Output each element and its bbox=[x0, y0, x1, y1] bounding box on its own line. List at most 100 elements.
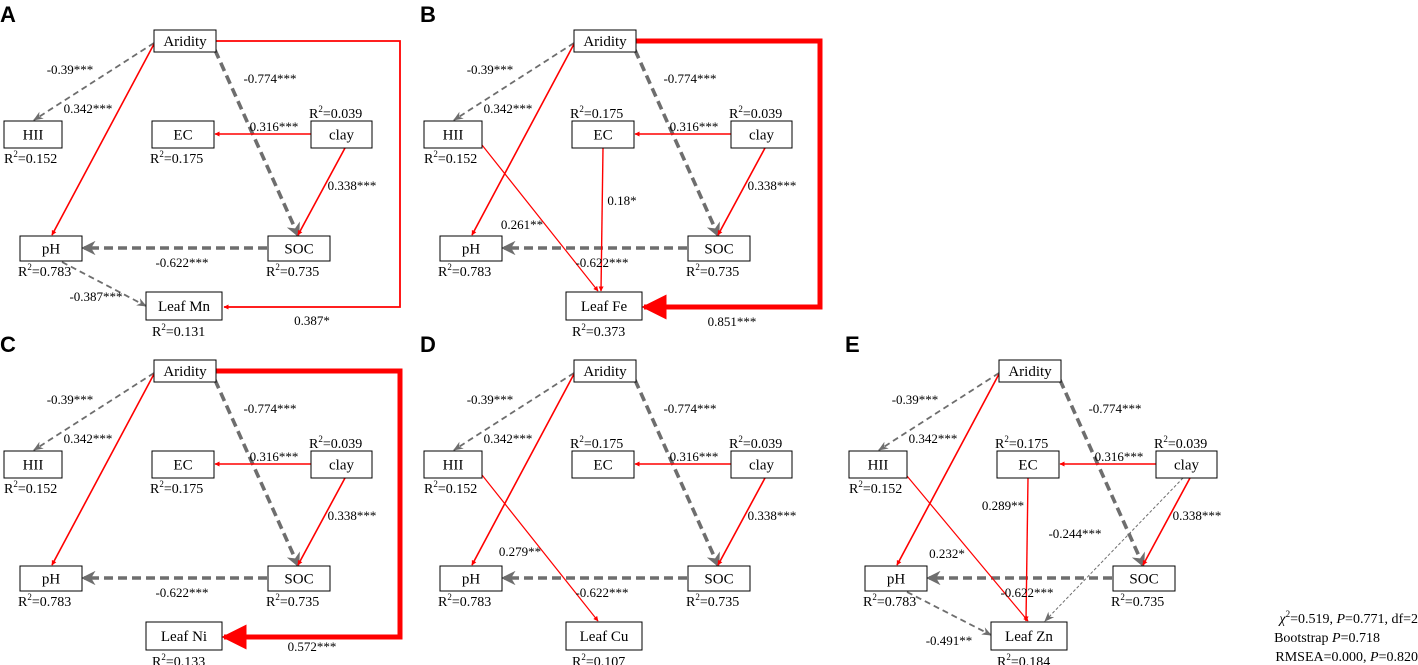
path-aridity-to-hii bbox=[878, 372, 1000, 451]
path-ph-to-leaf bbox=[906, 591, 992, 636]
r2-ec: R2=0.175 bbox=[570, 434, 623, 452]
coef-ec-to-leaf: 0.289** bbox=[982, 498, 1024, 513]
coef-hii-to-leaf: 0.232* bbox=[929, 546, 965, 561]
node-leaf: Leaf Ni bbox=[145, 621, 223, 651]
r2-ph: R2=0.783 bbox=[438, 592, 491, 610]
coef-aridity-to-soc: -0.774*** bbox=[663, 71, 716, 86]
node-ec: EC bbox=[996, 450, 1060, 479]
node-label: SOC bbox=[1129, 572, 1158, 588]
coef-soc-to-ph: -0.622*** bbox=[575, 585, 628, 600]
node-label: clay bbox=[749, 458, 774, 474]
node-clay: clay bbox=[1155, 450, 1218, 479]
path-clay-to-soc bbox=[717, 477, 766, 566]
node-hii: HII bbox=[3, 450, 63, 479]
chi-symbol: χ bbox=[1277, 612, 1286, 627]
coef-clay-to-ec: 0.316*** bbox=[670, 449, 719, 464]
node-label: HII bbox=[868, 458, 889, 474]
node-soc: SOC bbox=[687, 565, 751, 592]
node-box bbox=[1112, 565, 1176, 592]
path-ph-to-leaf bbox=[61, 261, 147, 307]
node-label: clay bbox=[1174, 458, 1199, 474]
node-leaf: Leaf Zn bbox=[990, 621, 1068, 651]
path-clay-to-soc bbox=[717, 147, 766, 236]
coef-aridity-to-leaf: 0.387* bbox=[294, 313, 330, 328]
coef-aridity-to-soc: -0.774*** bbox=[243, 71, 296, 86]
coef-soc-to-ph: -0.622*** bbox=[155, 255, 208, 270]
coef-clay-to-soc: 0.338*** bbox=[748, 178, 797, 193]
node-box bbox=[3, 120, 63, 149]
path-aridity-to-ph bbox=[51, 373, 155, 566]
node-hii: HII bbox=[423, 120, 483, 149]
coef-clay-to-ec: 0.316*** bbox=[1095, 449, 1144, 464]
node-aridity: Aridity bbox=[998, 359, 1062, 383]
paths bbox=[453, 38, 823, 320]
node-box bbox=[565, 621, 643, 651]
node-soc: SOC bbox=[687, 235, 751, 262]
coef-aridity-to-soc: -0.774*** bbox=[663, 401, 716, 416]
node-soc: SOC bbox=[267, 565, 331, 592]
node-label: EC bbox=[593, 128, 612, 144]
coef-soc-to-ph: -0.622*** bbox=[155, 585, 208, 600]
path-aridity-to-hii bbox=[33, 372, 155, 451]
node-aridity: Aridity bbox=[153, 29, 217, 53]
node-ph: pH bbox=[19, 565, 83, 592]
path-aridity-to-ph bbox=[51, 43, 155, 236]
r2-soc: R2=0.735 bbox=[266, 262, 319, 280]
coef-aridity-to-leaf: 0.851*** bbox=[708, 314, 757, 329]
path-hii-to-leaf bbox=[481, 144, 599, 292]
path-aridity-to-ph bbox=[471, 373, 575, 566]
fit-line-bootstrap: Bootstrap P=0.718 bbox=[1274, 631, 1380, 646]
node-box bbox=[19, 565, 83, 592]
node-clay: clay bbox=[310, 450, 373, 479]
coef-hii-to-leaf: 0.279** bbox=[499, 544, 541, 559]
node-soc: SOC bbox=[1112, 565, 1176, 592]
node-label: HII bbox=[23, 128, 44, 144]
node-label: EC bbox=[593, 458, 612, 474]
model-fit-statistics: χ2=0.519, P=0.771, df=2 Bootstrap P=0.71… bbox=[1274, 609, 1418, 665]
coef-clay-to-ec: 0.316*** bbox=[250, 449, 299, 464]
node-box bbox=[730, 120, 793, 149]
node-box bbox=[565, 291, 643, 321]
node-box bbox=[310, 120, 373, 149]
coef-clay-to-leaf: -0.244*** bbox=[1048, 526, 1101, 541]
path-aridity-to-ph bbox=[896, 373, 1000, 566]
node-clay: clay bbox=[310, 120, 373, 149]
node-box bbox=[267, 565, 331, 592]
node-label: Aridity bbox=[163, 364, 207, 380]
node-label: EC bbox=[173, 128, 192, 144]
r2-clay: R2=0.039 bbox=[729, 104, 782, 122]
node-label: SOC bbox=[704, 572, 733, 588]
panel-letter: C bbox=[0, 332, 16, 357]
node-box bbox=[864, 565, 928, 592]
node-label: pH bbox=[42, 572, 61, 588]
p1-label: P bbox=[1335, 612, 1345, 627]
r2-leaf: R2=0.131 bbox=[152, 322, 205, 340]
node-label: pH bbox=[462, 572, 481, 588]
node-ph: pH bbox=[439, 235, 503, 262]
path-aridity-to-hii bbox=[453, 42, 575, 121]
r2-hii: R2=0.152 bbox=[424, 149, 477, 167]
node-label: Leaf Fe bbox=[581, 299, 628, 315]
coef-clay-to-soc: 0.338*** bbox=[1173, 508, 1222, 523]
node-label: SOC bbox=[284, 242, 313, 258]
coef-ph-to-leaf: -0.491** bbox=[926, 633, 973, 648]
r2-clay: R2=0.039 bbox=[309, 104, 362, 122]
node-box bbox=[573, 359, 637, 383]
coef-aridity-to-ph: 0.342*** bbox=[909, 431, 958, 446]
path-ec-to-leaf bbox=[1023, 477, 1029, 622]
node-ph: pH bbox=[439, 565, 503, 592]
coef-aridity-to-ph: 0.342*** bbox=[484, 431, 533, 446]
node-box bbox=[145, 621, 223, 651]
panel-letter: A bbox=[0, 2, 16, 27]
node-clay: clay bbox=[730, 450, 793, 479]
path-clay-to-leaf bbox=[1044, 477, 1184, 622]
coef-clay-to-ec: 0.316*** bbox=[670, 119, 719, 134]
r2-soc: R2=0.735 bbox=[686, 262, 739, 280]
coef-soc-to-ph: -0.622*** bbox=[575, 255, 628, 270]
r2-clay: R2=0.039 bbox=[309, 434, 362, 452]
node-box bbox=[730, 450, 793, 479]
